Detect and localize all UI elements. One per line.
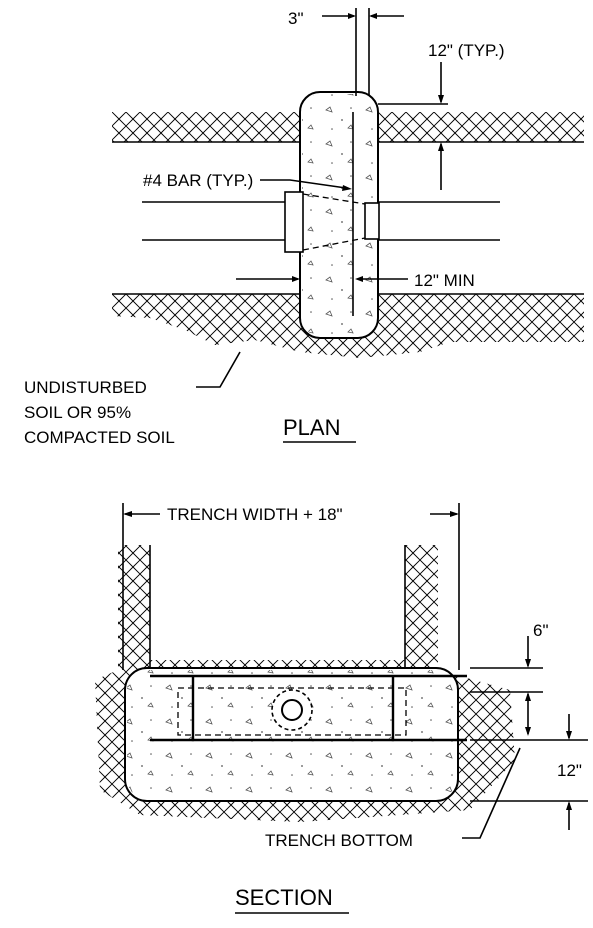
section-view: TRENCH WIDTH + 18" 6" 12" [95, 503, 588, 914]
dim-12-min-arrow-right [355, 276, 363, 282]
trench-width-arrow-left [123, 511, 132, 517]
trench-width-label: TRENCH WIDTH + 18" [167, 505, 343, 524]
dim-12-typ-arrow-down [438, 95, 444, 104]
bar-leader [260, 179, 347, 189]
fitting-taper-bottom [302, 237, 366, 251]
trench-bottom-label: TRENCH BOTTOM [265, 831, 413, 850]
fitting-right-flange [364, 202, 380, 240]
bar-label: #4 BAR (TYP.) [143, 171, 253, 190]
dim-3-arrow-right [369, 13, 377, 19]
soil-label-line1: UNDISTURBED [24, 378, 147, 397]
dim-12-min-label: 12" MIN [414, 271, 475, 290]
dim-6-label: 6" [533, 621, 549, 640]
plan-concrete-texture [302, 94, 376, 336]
dim-12-typ-label: 12" (TYP.) [428, 41, 505, 60]
fitting-taper-top [302, 193, 366, 205]
plan-title: PLAN [283, 415, 340, 440]
soil-leader [196, 351, 241, 388]
plan-view: 3" 12" (TYP.) #4 BAR (TYP.) 12" MIN UNDI… [24, 8, 584, 447]
trench-width-arrow-right [450, 511, 459, 517]
dim-3-arrow-left [348, 13, 356, 19]
fitting-left-flange [284, 191, 304, 253]
dim-12-label: 12" [557, 761, 582, 780]
dim-6-arrow-down [525, 659, 531, 668]
dim-12-arrow-down [566, 731, 572, 740]
trench-bottom-leader [462, 747, 521, 839]
dim-6-arrow-down-lower [525, 727, 531, 736]
dim-12-min-arrow-left [292, 276, 300, 282]
section-title: SECTION [235, 885, 333, 910]
section-pipe-inner [281, 699, 303, 721]
dim-12-arrow-up [566, 801, 572, 810]
soil-label-line3: COMPACTED SOIL [24, 428, 175, 447]
section-fitting-outline [177, 687, 407, 736]
section-concrete-texture [127, 670, 456, 799]
soil-label-line2: SOIL OR 95% [24, 403, 131, 422]
bar-leader-arrow [342, 185, 352, 191]
dim-6-arrow-up [525, 692, 531, 701]
dim-3-label: 3" [288, 9, 304, 28]
dim-12-typ-arrow-up [438, 142, 444, 151]
